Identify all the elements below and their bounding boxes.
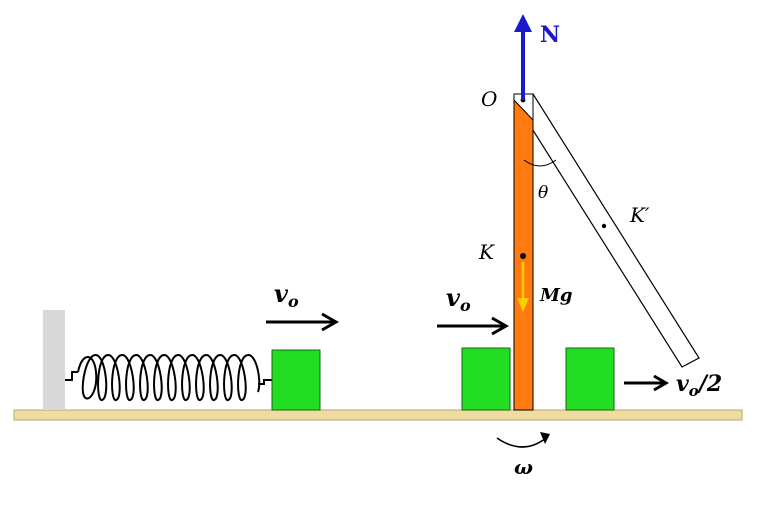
label-velocity-right: vo/2 <box>676 371 722 400</box>
block-middle <box>461 347 511 411</box>
block-left <box>271 349 321 411</box>
spring <box>65 354 272 402</box>
label-weight: Mg <box>539 285 573 306</box>
label-pivot: O <box>481 87 497 111</box>
rod-rotated <box>513 93 700 368</box>
velocity-arrow-middle <box>437 316 510 336</box>
label-velocity-middle: vo <box>446 283 471 315</box>
ground <box>13 409 743 421</box>
angle-arc <box>523 159 557 167</box>
rod-vertical <box>513 93 534 411</box>
label-velocity-left: vo <box>274 279 299 311</box>
label-angle: θ <box>538 183 548 203</box>
center-mass-rotated-dot <box>601 223 607 229</box>
label-angular-velocity: ω <box>514 455 533 479</box>
weight-arrow <box>517 262 529 312</box>
wall <box>43 310 65 410</box>
center-mass-dot <box>520 253 526 259</box>
velocity-arrow-right <box>624 374 669 392</box>
label-center-mass: K <box>478 240 495 264</box>
label-center-mass-rotated: K′ <box>629 203 650 227</box>
rod-top-notch <box>513 93 534 122</box>
angular-velocity-arrow <box>496 432 550 448</box>
block-right <box>565 347 615 411</box>
normal-force-arrow <box>514 14 532 100</box>
velocity-arrow-left <box>266 312 340 332</box>
label-normal-force: N <box>540 22 560 48</box>
